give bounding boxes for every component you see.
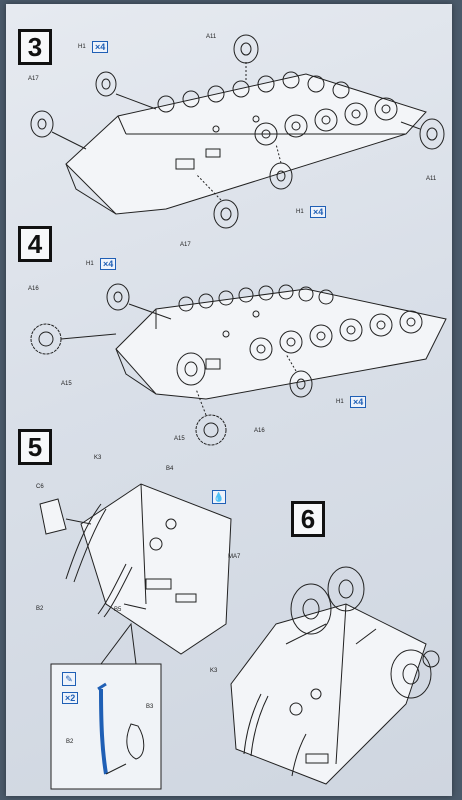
part-label-a17-bottom: A17 [180, 242, 191, 248]
quantity-badge: ×4 [350, 396, 367, 408]
part-label-k3: K3 [210, 668, 218, 674]
step-number-3: 3 [18, 29, 52, 65]
part-label-a16-left: A16 [28, 286, 39, 292]
step3-roadwheels-bottom [254, 97, 398, 146]
part-label-b2: B2 [66, 739, 74, 745]
part-label-a15-bottom: A15 [174, 436, 185, 442]
part-label-a11-right: A11 [426, 176, 437, 182]
assembly-drawings [30, 34, 447, 790]
step-number-5: 5 [18, 429, 52, 465]
part-label-b3: B3 [146, 704, 154, 710]
step3-hull-drawing [30, 34, 445, 229]
part-label-a15-left: A15 [61, 381, 72, 387]
step6-hull-rear-drawing [230, 566, 440, 785]
hobby-knife-icon: ✎ [62, 672, 76, 686]
part-label-a16-bottom: A16 [254, 428, 265, 434]
part-label-h1-top: H1 [78, 44, 86, 50]
step-number-6: 6 [291, 501, 325, 537]
step3-roadwheels-top [157, 71, 350, 113]
part-label-a17-left: A17 [28, 76, 39, 82]
part-label-a11-top: A11 [206, 34, 217, 40]
instruction-sheet: 3 4 5 6 A11 H1 ×4 A17 A11 H1 ×4 A17 H1 ×… [6, 4, 452, 796]
quantity-badge: ×4 [100, 258, 117, 270]
step5-inset-drawing [50, 663, 162, 790]
step5-hull-rear-drawing [39, 483, 232, 665]
part-label-b4: B4 [166, 466, 174, 472]
part-label-h1-bottom: H1 [336, 399, 344, 405]
quantity-badge: ×4 [310, 206, 327, 218]
part-label-h1-bottom: H1 [296, 209, 304, 215]
step4-roadwheels [178, 284, 423, 361]
part-label-c6: C6 [36, 484, 44, 490]
part-label-ma7: MA7 [228, 554, 241, 560]
part-label-b5: B5 [114, 607, 122, 613]
step4-hull-drawing [30, 283, 447, 446]
step-number-4: 4 [18, 226, 52, 262]
part-label-h1-top: H1 [86, 261, 94, 267]
part-label-k3: K3 [94, 455, 102, 461]
quantity-badge: ×4 [92, 41, 109, 53]
glue-drop-icon: 💧 [212, 490, 226, 504]
part-label-b2: B2 [36, 606, 44, 612]
quantity-badge: ×2 [62, 692, 79, 704]
